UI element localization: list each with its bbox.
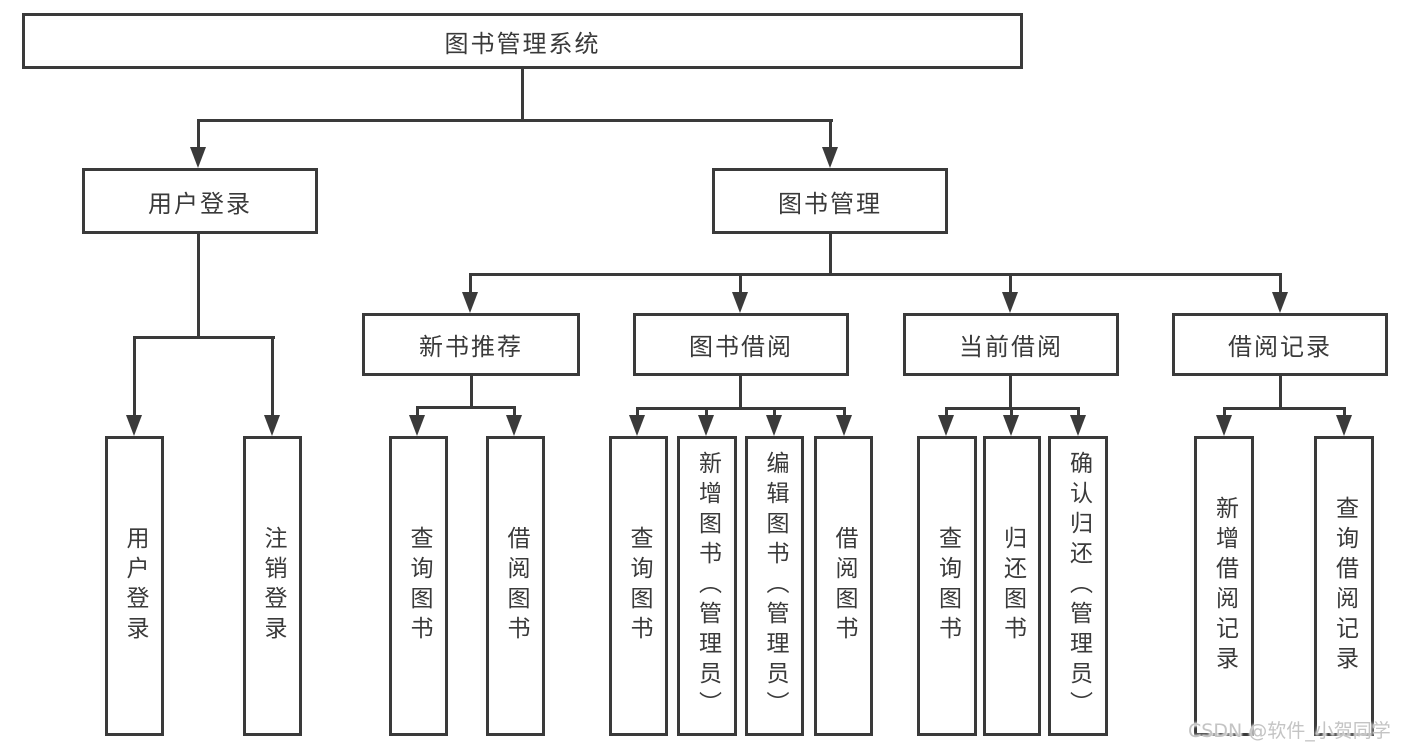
arrow-down-icon [126, 415, 142, 436]
leaf-logout: 注销登录 [243, 436, 302, 736]
arrow-down-icon [1070, 415, 1086, 436]
arrow-down-icon [409, 415, 425, 436]
connector-line [636, 407, 846, 410]
node-user-login-label: 用户登录 [148, 189, 252, 218]
leaf-borrow-books-recommend-label: 借阅图书 [503, 526, 529, 646]
connector-line [739, 376, 742, 408]
arrow-down-icon [506, 415, 522, 436]
connector-line [469, 273, 1282, 276]
arrow-down-icon [732, 292, 748, 313]
csdn-watermark: CSDN @软件_小贺同学 [1188, 720, 1391, 742]
arrow-down-icon [938, 415, 954, 436]
leaf-query-books-current: 查询图书 [917, 436, 977, 736]
connector-line [1010, 407, 1013, 417]
arrow-down-icon [698, 415, 714, 436]
node-book-borrowing: 图书借阅 [633, 313, 849, 376]
connector-line [1077, 407, 1080, 417]
node-new-book-recommend-label: 新书推荐 [419, 333, 523, 361]
arrow-down-icon [1336, 415, 1352, 436]
node-book-management-label: 图书管理 [778, 189, 882, 218]
leaf-user-login-label: 用户登录 [122, 526, 148, 646]
node-borrowing-records-label: 借阅记录 [1228, 333, 1332, 361]
connector-line [1223, 407, 1345, 410]
leaf-edit-books-admin: 编辑图书（管理员） [745, 436, 804, 736]
leaf-return-books-label: 归还图书 [999, 526, 1026, 646]
arrow-down-icon [1216, 415, 1232, 436]
connector-line [197, 119, 200, 149]
leaf-query-books-recommend: 查询图书 [389, 436, 448, 736]
arrow-down-icon [629, 415, 645, 436]
connector-line [197, 234, 200, 336]
connector-line [1279, 376, 1282, 408]
node-library-system-label: 图书管理系统 [444, 29, 601, 58]
connector-line [773, 407, 776, 417]
connector-line [416, 406, 419, 417]
connector-line [636, 407, 639, 417]
arrow-down-icon [822, 147, 838, 168]
leaf-add-books-admin: 新增图书（管理员） [677, 436, 737, 736]
connector-line [470, 376, 473, 407]
connector-line [133, 336, 136, 416]
connector-line [843, 407, 846, 417]
connector-line [1009, 376, 1012, 408]
connector-line [829, 234, 832, 274]
arrow-down-icon [264, 415, 280, 436]
leaf-confirm-return-admin-label: 确认归还（管理员） [1065, 451, 1092, 721]
leaf-logout-label: 注销登录 [260, 526, 286, 646]
connector-line [1009, 273, 1012, 293]
connector-line [1223, 407, 1226, 417]
node-library-system: 图书管理系统 [22, 13, 1023, 69]
connector-line [197, 119, 833, 122]
connector-line [829, 119, 832, 149]
leaf-borrow-books-borrowing: 借阅图书 [814, 436, 873, 736]
leaf-user-login: 用户登录 [105, 436, 164, 736]
node-book-management: 图书管理 [712, 168, 948, 234]
arrow-down-icon [836, 415, 852, 436]
connector-line [521, 69, 524, 120]
arrow-down-icon [190, 147, 206, 168]
leaf-query-borrow-record-label: 查询借阅记录 [1331, 496, 1358, 676]
node-current-borrowing: 当前借阅 [903, 313, 1119, 376]
arrow-down-icon [462, 292, 478, 313]
leaf-query-books-borrowing: 查询图书 [609, 436, 668, 736]
node-user-login: 用户登录 [82, 168, 318, 234]
node-new-book-recommend: 新书推荐 [362, 313, 580, 376]
arrow-down-icon [1002, 292, 1018, 313]
connector-line [945, 407, 948, 417]
leaf-add-books-admin-label: 新增图书（管理员） [694, 451, 721, 721]
leaf-return-books: 归还图书 [983, 436, 1041, 736]
connector-line [739, 273, 742, 293]
leaf-query-borrow-record: 查询借阅记录 [1314, 436, 1374, 736]
connector-line [705, 407, 708, 417]
leaf-query-books-recommend-label: 查询图书 [406, 526, 432, 646]
arrow-down-icon [1272, 292, 1288, 313]
connector-line [133, 336, 275, 339]
leaf-edit-books-admin-label: 编辑图书（管理员） [762, 451, 788, 721]
connector-line [1279, 273, 1282, 293]
node-borrowing-records: 借阅记录 [1172, 313, 1388, 376]
connector-line [1343, 407, 1346, 417]
arrow-down-icon [766, 415, 782, 436]
leaf-query-books-borrowing-label: 查询图书 [626, 526, 652, 646]
connector-line [416, 406, 516, 409]
connector-line [469, 273, 472, 293]
arrow-down-icon [1003, 415, 1019, 436]
connector-line [513, 406, 516, 417]
node-current-borrowing-label: 当前借阅 [959, 333, 1063, 361]
leaf-add-borrow-record: 新增借阅记录 [1194, 436, 1254, 736]
leaf-add-borrow-record-label: 新增借阅记录 [1211, 496, 1238, 676]
connector-line [271, 336, 274, 416]
leaf-borrow-books-recommend: 借阅图书 [486, 436, 545, 736]
leaf-query-books-current-label: 查询图书 [934, 526, 961, 646]
leaf-confirm-return-admin: 确认归还（管理员） [1048, 436, 1108, 736]
node-book-borrowing-label: 图书借阅 [689, 333, 793, 361]
leaf-borrow-books-borrowing-label: 借阅图书 [831, 526, 857, 646]
